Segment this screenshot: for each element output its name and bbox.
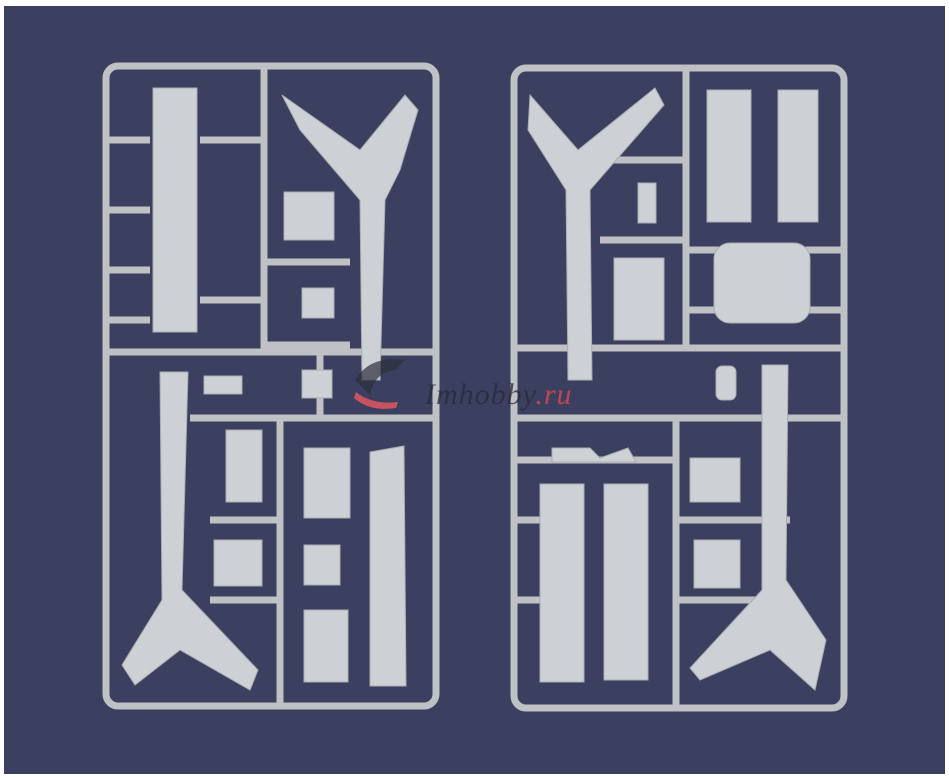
watermark-tld: .ru xyxy=(535,378,573,411)
part-fuselage-half xyxy=(121,371,259,691)
watermark-name: Imhobby xyxy=(425,378,536,411)
watermark: Imhobby.ru xyxy=(425,378,573,412)
part-wing-panel xyxy=(152,87,198,333)
part-fuselage-half xyxy=(689,364,827,691)
part-tail-fin xyxy=(281,94,419,381)
part-tail-fin xyxy=(527,87,665,381)
left-sprue-frame xyxy=(102,62,440,710)
watermark-logo-icon xyxy=(354,359,405,409)
